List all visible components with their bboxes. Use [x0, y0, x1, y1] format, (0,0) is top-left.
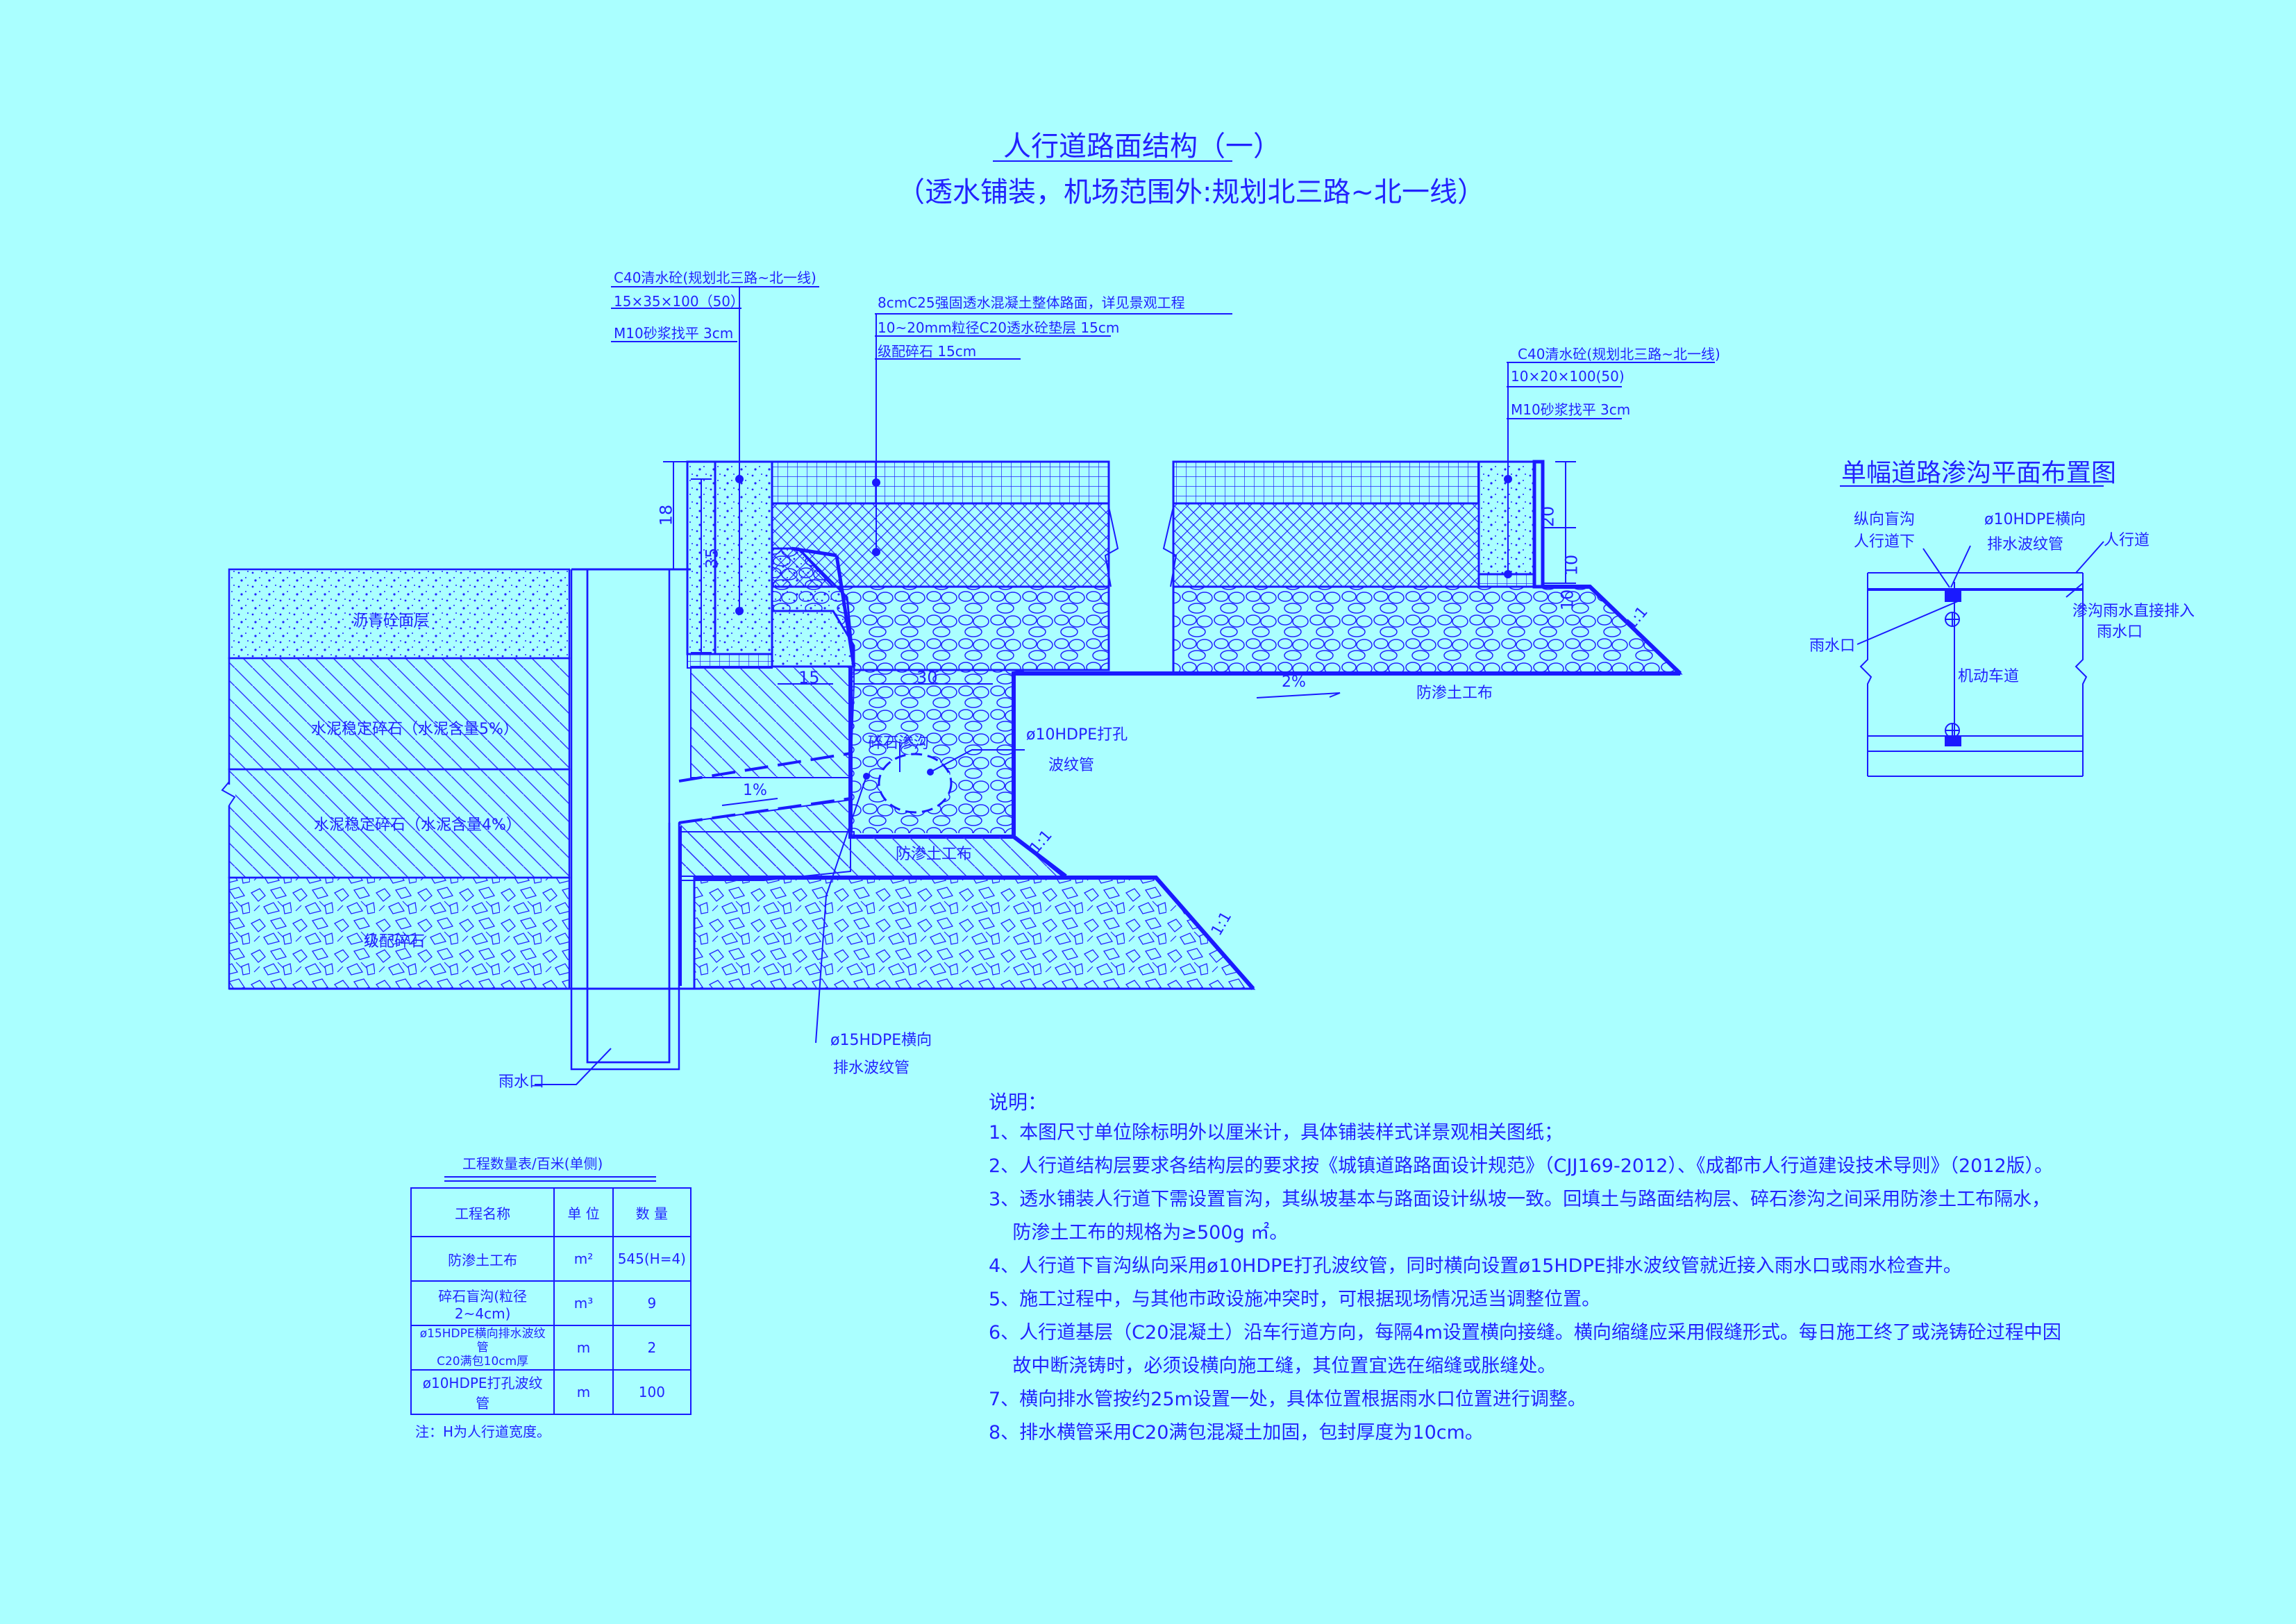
quantity-table-note: 注：H为人行道宽度。 [415, 1423, 551, 1440]
callout-left-kerb-2: 15×35×100（50） [614, 293, 745, 310]
plan-label-left-1: 纵向盲沟 [1854, 511, 1916, 528]
row-name-line-1: ø15HDPE横向排水波纹管 [419, 1327, 546, 1355]
table-row: 碎石盲沟(粒径2~4cm) m³ 9 [410, 1280, 692, 1326]
row-unit: m [553, 1369, 614, 1415]
layer-label-cement4: 水泥稳定碎石（水泥含量4%） [314, 817, 521, 834]
permeable-concrete-base [771, 502, 1110, 588]
row-unit: m² [553, 1236, 614, 1282]
plan-label-mid-1: ø10HDPE横向 [1984, 511, 2086, 528]
header-name: 工程名称 [410, 1187, 555, 1237]
callout-right-kerb-1: C40清水砼(规划北三路~北一线) [1518, 346, 1720, 362]
label-slope-1: 1% [743, 782, 767, 799]
label-geotextile-bottom: 防渗土工布 [896, 846, 973, 863]
notes-list: 1、本图尺寸单位除标明外以厘米计，具体铺装样式详景观相关图纸； 2、人行道结构层… [989, 1116, 2061, 1450]
callout-leaders [535, 286, 1715, 1085]
plan-label-mid-2: 排水波纹管 [1987, 536, 2064, 553]
note-item: 防渗土工布的规格为≥500g ㎡。 [989, 1222, 1289, 1244]
dim-18: 18 [656, 504, 676, 526]
dim-10b: 10 [1557, 589, 1577, 611]
rain-inlet-shaft [570, 568, 691, 1071]
row-qty: 100 [612, 1369, 692, 1415]
plan-label-inlet: 雨水口 [1809, 637, 1856, 655]
graded-gravel-layer [228, 876, 571, 990]
plan-title: 单幅道路渗沟平面布置图 [1841, 459, 2117, 487]
table-caption-underline [444, 1176, 656, 1182]
note-item: 7、横向排水管按约25m设置一处，具体位置根据雨水口位置进行调整。 [989, 1389, 1586, 1410]
road-layer-stack [221, 568, 571, 990]
right-sidewalk-block [1162, 460, 1683, 676]
transverse-pipe-15 [678, 752, 851, 824]
quantity-table: 工程名称 单 位 数 量 防渗土工布 m² 545(H=4) 碎石盲沟(粒径2~… [410, 1187, 692, 1415]
note-item: 4、人行道下盲沟纵向采用ø10HDPE打孔波纹管，同时横向设置ø15HDPE排水… [989, 1255, 1962, 1277]
row-qty: 9 [612, 1280, 692, 1326]
layer-label-cement5: 水泥稳定碎石（水泥含量5%） [311, 721, 519, 738]
leader-dots [735, 475, 1512, 780]
row-name: ø15HDPE横向排水波纹管 C20满包10cm厚 [410, 1325, 555, 1371]
label-pipe10-1: ø10HDPE打孔 [1026, 726, 1128, 744]
callout-left-kerb-3: M10砂浆找平 3cm [614, 325, 734, 342]
dim-20: 20 [1538, 505, 1558, 528]
label-rain-inlet: 雨水口 [498, 1073, 545, 1091]
callout-right-kerb-3: M10砂浆找平 3cm [1511, 401, 1631, 418]
row-qty: 545(H=4) [612, 1236, 692, 1282]
plan-view [1840, 485, 2104, 777]
note-item: 1、本图尺寸单位除标明外以厘米计，具体铺装样式详景观相关图纸； [989, 1122, 1564, 1144]
row-name: 碎石盲沟(粒径2~4cm) [410, 1280, 555, 1326]
permeable-concrete-surface [771, 460, 1110, 505]
layer-label-graded: 级配碎石 [364, 933, 426, 951]
callout-pavement-3: 级配碎石 15cm [878, 343, 977, 360]
table-header-row: 工程名称 单 位 数 量 [410, 1187, 692, 1237]
plan-label-right2-1: 渗沟雨水直接排入 [2072, 603, 2195, 620]
backfill-lower [678, 831, 1064, 877]
pipe-10-circle [878, 753, 953, 814]
dim-35: 35 [702, 547, 722, 569]
note-item: 6、人行道基层（C20混凝土）沿车行道方向，每隔4m设置横向接缝。横向缩缝应采用… [989, 1322, 2061, 1343]
header-qty: 数 量 [612, 1187, 692, 1237]
asphalt-layer [228, 568, 571, 660]
table-row: 防渗土工布 m² 545(H=4) [410, 1236, 692, 1282]
callout-pavement-2: 10~20mm粒径C20透水砼垫层 15cm [878, 319, 1120, 336]
row-name: ø10HDPE打孔波纹管 [410, 1369, 555, 1415]
row-name: 防渗土工布 [410, 1236, 555, 1282]
dimension-lines [663, 461, 1576, 685]
dim-10a: 10 [1561, 554, 1582, 576]
layer-label-asphalt: 沥青砼面层 [353, 612, 430, 630]
notes-title: 说明： [989, 1091, 1048, 1114]
plan-label-road: 机动车道 [1958, 668, 2020, 685]
cement-stabilized-4-layer [228, 768, 571, 879]
slope-arrows [721, 692, 1341, 806]
plan-label-right: 人行道 [2104, 532, 2150, 549]
header-unit: 单 位 [553, 1187, 614, 1237]
callout-right-kerb-2: 10×20×100(50) [1511, 368, 1625, 385]
label-pipe15-2: 排水波纹管 [833, 1060, 910, 1077]
label-gravel-drain: 碎石渗沟 [868, 735, 930, 752]
note-item: 5、施工过程中，与其他市政设施冲突时，可根据现场情况适当调整位置。 [989, 1289, 1601, 1310]
dim-30: 30 [916, 668, 938, 687]
plan-label-left-2: 人行道下 [1854, 533, 1916, 551]
quantity-table-caption: 工程数量表/百米(单侧) [462, 1155, 603, 1172]
table-row: ø15HDPE横向排水波纹管 C20满包10cm厚 m 2 [410, 1325, 692, 1371]
label-slope-2: 2% [1282, 673, 1306, 691]
drawing-subtitle: （透水铺装，机场范围外:规划北三路~北一线） [897, 176, 1485, 208]
note-item: 故中断浇铸时，必须设横向施工缝，其位置宜选在缩缝或胀缝处。 [989, 1355, 1557, 1377]
label-geotextile-right: 防渗土工布 [1416, 685, 1493, 702]
left-kerb [686, 460, 773, 669]
row-unit: m³ [553, 1280, 614, 1326]
row-name-line-2: C20满包10cm厚 [437, 1355, 529, 1368]
callout-left-kerb-1: C40清水砼(规划北三路~北一线) [614, 269, 816, 286]
label-pipe10-2: 波纹管 [1048, 757, 1095, 774]
note-item: 2、人行道结构层要求各结构层的要求按《城镇道路路面设计规范》（CJJ169-20… [989, 1155, 2054, 1177]
row-qty: 2 [612, 1325, 692, 1371]
note-item: 8、排水横管采用C20满包混凝土加固，包封厚度为10cm。 [989, 1422, 1484, 1443]
cement-stabilized-5-layer [228, 657, 571, 771]
drawing-title: 人行道路面结构（一） [1003, 131, 1281, 162]
row-unit: m [553, 1325, 614, 1371]
note-item: 3、透水铺装人行道下需设置盲沟，其纵坡基本与路面设计纵坡一致。回填土与路面结构层… [989, 1189, 2051, 1210]
callout-pavement-1: 8cmC25强固透水混凝土整体路面，详见景观工程 [878, 294, 1185, 311]
dim-15: 15 [798, 668, 820, 687]
plan-label-right2-2: 雨水口 [2097, 623, 2143, 641]
label-pipe15-1: ø15HDPE横向 [830, 1032, 932, 1049]
table-row: ø10HDPE打孔波纹管 m 100 [410, 1369, 692, 1415]
